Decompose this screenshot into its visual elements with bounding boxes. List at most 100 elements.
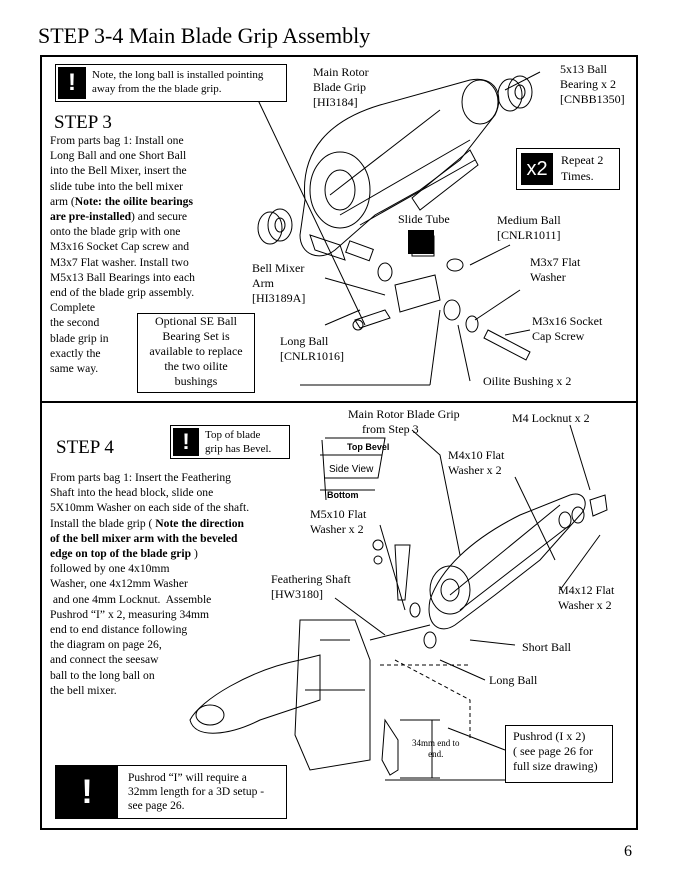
label-line: Feathering Shaft <box>271 572 351 586</box>
step3-note-line1: Note, the long ball is installed pointin… <box>92 69 264 81</box>
step4-text-line: the diagram on page 26, <box>50 638 162 652</box>
label-medium-ball: Medium Ball [CNLR1011] <box>497 213 561 243</box>
optional-note-line: Optional SE Ball <box>155 314 237 328</box>
step3-heading: STEP 3 <box>54 112 112 133</box>
label-line: [CNLR1016] <box>280 349 344 363</box>
optional-bearing-note: Optional SE Ball Bearing Set is availabl… <box>137 313 255 393</box>
pushrod-box: Pushrod (I x 2) ( see page 26 for full s… <box>505 725 613 783</box>
label-feathering-shaft: Feathering Shaft [HW3180] <box>271 572 351 602</box>
slide-tube-icon <box>408 230 434 254</box>
step4-text-line: 5X10mm Washer on each side of the shaft. <box>50 501 250 515</box>
label-main-rotor-grip: Main Rotor Blade Grip [HI3184] <box>313 65 369 110</box>
step4-text-line: From parts bag 1: Insert the Feathering <box>50 471 231 484</box>
label-locknut: M4 Locknut x 2 <box>512 411 590 425</box>
step3-text-line: blade grip in <box>50 331 109 345</box>
label-line: [CNLR1011] <box>497 228 561 242</box>
label-line: Bell Mixer <box>252 261 305 275</box>
label-line: [HI3184] <box>313 95 358 109</box>
label-line: Washer x 2 <box>558 598 612 612</box>
bold-note: Note the direction <box>155 516 244 530</box>
label-line: Long Ball <box>280 334 329 348</box>
bold-note: of the bell mixer arm with the beveled <box>50 531 238 545</box>
label-line: Washer x 2 <box>448 463 502 477</box>
text-fragment: ) <box>191 547 198 561</box>
label-slide-tube: Slide Tube <box>398 212 450 226</box>
label-flat-washer: M3x7 Flat Washer <box>530 255 580 285</box>
step3-text-line: exactly the <box>50 346 101 360</box>
label-long-ball: Long Ball [CNLR1016] <box>280 334 344 364</box>
step3-text-line: M3x16 Socket Cap screw and <box>50 240 190 254</box>
label-short-ball: Short Ball <box>522 640 572 654</box>
step3-text-line: onto the blade grip with one <box>50 225 181 239</box>
step3-text-line: arm (Note: the oilite bearings <box>50 194 250 209</box>
text-fragment: ) and secure <box>131 210 188 224</box>
label-line: M3x16 Socket <box>532 314 603 328</box>
warning-icon: ! <box>56 766 118 818</box>
step4-text-line: Pushrod “I” x 2, measuring 34mm <box>50 607 210 621</box>
pushrod-note-line: see page 26. <box>128 800 185 812</box>
label-socket-screw: M3x16 Socket Cap Screw <box>532 314 602 344</box>
step4-text-line: and connect the seesaw <box>50 653 159 667</box>
label-line: M4x10 Flat <box>448 448 505 462</box>
label-34mm-dimension: 34mm end to end. <box>412 738 460 760</box>
page-frame <box>40 55 638 830</box>
label-line: Washer <box>530 270 566 284</box>
step3-text-line: slide tube into the bell mixer <box>50 179 183 193</box>
step4-text-line: and one 4mm Locknut. Assemble <box>50 592 212 606</box>
step4-text-line: Washer, one 4x12mm Washer <box>50 577 188 591</box>
optional-note-line: Bearing Set is <box>162 329 230 343</box>
step3-text-line: same way. <box>50 362 99 376</box>
step4-text-line: Install the blade grip ( Note the direct… <box>50 516 285 531</box>
repeat-x2-badge: x2 <box>521 153 553 185</box>
step3-text-line: From parts bag 1: Install one <box>50 134 184 147</box>
step3-text-line: Long Ball and one Short Ball <box>50 149 187 163</box>
label-line: Blade Grip <box>313 80 366 94</box>
step3-text-line: M5x13 Ball Bearings into each <box>50 270 195 284</box>
bold-note: are pre-installed <box>50 210 132 224</box>
label-line: Bearing x 2 <box>560 77 616 91</box>
label-main-rotor-from-step3: Main Rotor Blade Grip from Step 3 <box>348 407 460 437</box>
label-line: Cap Screw <box>532 329 585 343</box>
label-m5x10-washer: M5x10 Flat Washer x 2 <box>310 507 366 537</box>
label-line: 34mm end to <box>412 738 460 748</box>
pushrod-note-box: ! Pushrod “I” will require a 32mm length… <box>55 765 287 819</box>
bevel-note-box: ! Top of blade grip has Bevel. <box>170 425 290 459</box>
bevel-bottom-label: Bottom <box>327 490 359 500</box>
bold-note: Note: the oilite bearings <box>74 194 193 208</box>
step3-instructions: From parts bag 1: Install one Long Ball … <box>50 133 250 376</box>
bevel-top-label: Top Bevel <box>347 442 390 452</box>
pushrod-box-line: full size drawing) <box>513 759 598 773</box>
label-bearing: 5x13 Ball Bearing x 2 [CNBB1350] <box>560 62 625 107</box>
page-title: STEP 3-4 Main Blade Grip Assembly <box>38 23 371 48</box>
step4-text-line: followed by one 4x10mm <box>50 562 170 576</box>
label-line: [CNBB1350] <box>560 92 625 106</box>
label-line: Main Rotor Blade Grip <box>348 407 460 421</box>
text-fragment: arm ( <box>50 194 75 208</box>
bold-note: edge on top of the blade grip <box>50 547 192 561</box>
repeat-text: Times. <box>561 169 594 183</box>
text-fragment: Install the blade grip ( <box>50 516 156 530</box>
step3-text-line: Complete <box>50 301 96 315</box>
page-number: 6 <box>624 843 632 860</box>
label-line: Arm <box>252 276 274 290</box>
step3-note-line2: away from the the blade grip. <box>92 83 222 95</box>
warning-icon: ! <box>173 428 199 456</box>
label-line: from Step 3 <box>362 422 419 436</box>
step4-text-line: ball to the long ball on <box>50 668 155 682</box>
bevel-note-line: Top of blade <box>205 429 261 441</box>
label-line: Medium Ball <box>497 213 561 227</box>
label-oilite: Oilite Bushing x 2 <box>483 374 572 388</box>
pushrod-box-line: Pushrod (I x 2) <box>513 729 586 743</box>
step4-instructions: From parts bag 1: Insert the Feathering … <box>50 470 285 698</box>
label-line: end. <box>428 749 444 759</box>
label-m4x12-washer: M4x12 Flat Washer x 2 <box>558 583 614 613</box>
step4-text-line: edge on top of the blade grip ) <box>50 546 285 561</box>
step3-note-box: ! Note, the long ball is installed point… <box>55 64 287 102</box>
step3-text-line: the second <box>50 316 100 330</box>
label-line: [HW3180] <box>271 587 323 601</box>
optional-note-line: available to replace <box>149 344 243 358</box>
label-line: M3x7 Flat <box>530 255 581 269</box>
label-line: [HI3189A] <box>252 291 306 305</box>
bevel-note-line: grip has Bevel. <box>205 443 272 455</box>
